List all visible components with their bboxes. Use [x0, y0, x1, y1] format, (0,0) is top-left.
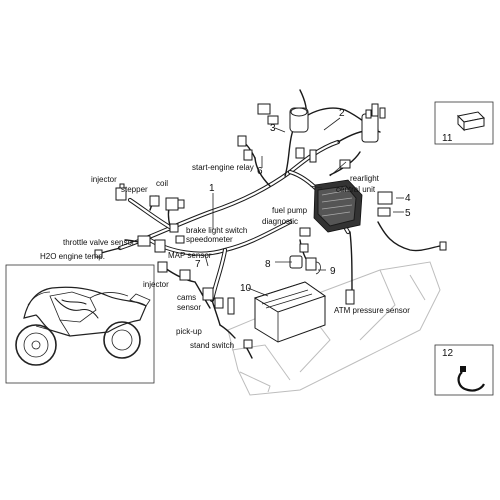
- label-injector-low: injector: [143, 280, 169, 289]
- label-speedometer: speedometer: [186, 235, 233, 244]
- part-labels: injector stepper coil start-engine relay…: [40, 163, 410, 350]
- part-number-2: 2: [339, 108, 345, 119]
- connector-parts: [94, 103, 447, 349]
- label-atm-pressure-sensor: ATM pressure sensor: [334, 306, 410, 315]
- part-number-10: 10: [240, 283, 252, 294]
- label-fuel-pump: fuel pump: [272, 206, 308, 215]
- label-central-unit: central unit: [336, 185, 376, 194]
- label-brake-light-switch: brake light switch: [186, 226, 247, 235]
- label-coil: coil: [156, 179, 168, 188]
- label-injector-top: injector: [91, 175, 117, 184]
- label-diagnostic: diagnostic: [262, 217, 298, 226]
- part-number-8: 8: [265, 259, 271, 270]
- label-h2o-engine-temp: H2O engine temp.: [40, 252, 105, 261]
- part-number-6: 6: [257, 166, 263, 177]
- part-number-9: 9: [330, 266, 336, 277]
- part-number-7: 7: [195, 259, 201, 270]
- part-number-3: 3: [270, 123, 276, 134]
- label-cams-sensor-1: cams: [177, 293, 196, 302]
- label-stepper: stepper: [121, 185, 148, 194]
- label-stand-switch: stand switch: [190, 341, 234, 350]
- clamp-icon: [457, 366, 485, 392]
- part-numbers: 1 2 3 4 5 6 7 8 9 10 11 12: [195, 108, 454, 359]
- label-cams-sensor-2: sensor: [177, 303, 201, 312]
- label-map-sensor: MAP sensor: [168, 251, 212, 260]
- motorcycle-icon: [15, 286, 151, 366]
- part-number-12: 12: [442, 348, 454, 359]
- motorcycle-inset: [5, 264, 155, 384]
- part-number-11: 11: [442, 133, 453, 144]
- label-pick-up: pick-up: [176, 327, 202, 336]
- label-throttle-valve-sensor: throttle valve sensor: [63, 238, 135, 247]
- part-number-4: 4: [405, 193, 411, 204]
- part-number-1: 1: [209, 183, 215, 194]
- part-number-5: 5: [405, 208, 411, 219]
- part-12-box: [434, 344, 494, 396]
- battery-icon: [253, 281, 327, 343]
- label-start-engine-relay: start-engine relay: [192, 163, 254, 172]
- part-11-box: [434, 101, 494, 145]
- leader-lines: [204, 117, 404, 297]
- fuse-icon: [456, 111, 486, 132]
- label-rearlight: rearlight: [350, 174, 380, 183]
